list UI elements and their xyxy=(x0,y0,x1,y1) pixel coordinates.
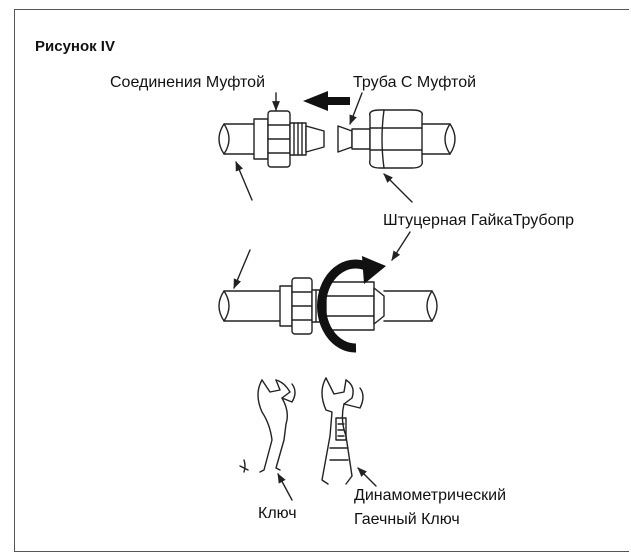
figure-title: Рисунок IV xyxy=(35,38,115,55)
union-fitting-top xyxy=(218,110,325,168)
leader-top-left xyxy=(235,161,253,201)
pipe-with-nut-top xyxy=(337,109,456,169)
leader-torque-wrench xyxy=(357,467,377,487)
label-wrench: Ключ xyxy=(258,505,297,522)
figure-frame xyxy=(14,9,629,552)
torque-wrench-illustration xyxy=(321,377,364,485)
open-wrench-illustration xyxy=(239,379,296,473)
push-direction-arrow xyxy=(303,91,350,111)
rotation-arrow-head xyxy=(362,256,386,284)
label-torque-wrench-line1: Динамометрический xyxy=(354,487,507,504)
leader-pipe xyxy=(349,92,363,125)
rotation-arrow xyxy=(317,259,373,353)
leader-nut-top xyxy=(383,173,413,203)
label-torque-wrench-line2: Гаечный Ключ xyxy=(354,511,460,528)
label-flare-nut: Штуцерная ГайкаТрубопр xyxy=(383,212,575,229)
leader-middle-left xyxy=(233,249,251,289)
leader-wrench xyxy=(277,473,293,501)
label-union-connection: Соединения Муфтой xyxy=(110,74,266,91)
label-pipe-with-union: Труба С Муфтой xyxy=(353,74,477,91)
leader-nut-middle xyxy=(391,231,411,261)
